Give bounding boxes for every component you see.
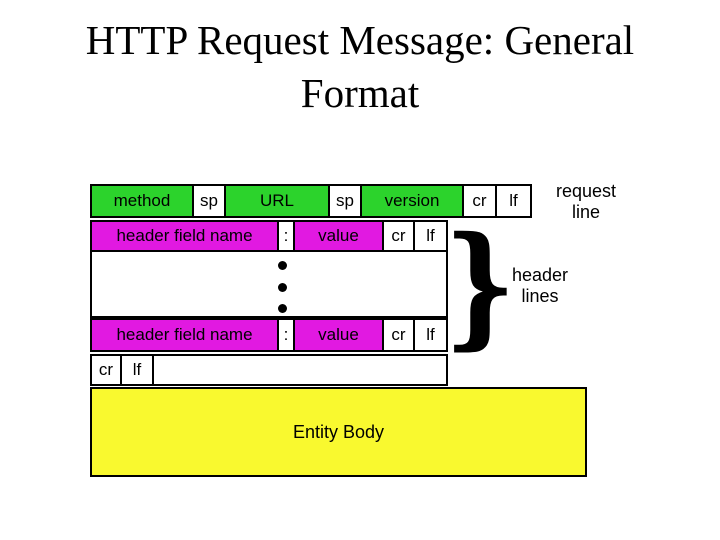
cell-value-2: value <box>293 318 384 352</box>
cell-lf-header-1: lf <box>413 220 448 252</box>
request-line-row: method sp URL sp version cr lf <box>90 184 532 218</box>
header-line-row-2: header field name : value cr lf <box>90 318 448 352</box>
ellipsis-dot <box>278 283 287 292</box>
cell-lf-request: lf <box>495 184 532 218</box>
cell-url: URL <box>224 184 330 218</box>
ellipsis-dot <box>278 304 287 313</box>
page-title: HTTP Request Message: General Format <box>0 14 720 120</box>
header-line-row-1: header field name : value cr lf <box>90 220 448 252</box>
entity-body-box: Entity Body <box>90 387 587 477</box>
cell-header-field-name-2: header field name <box>90 318 279 352</box>
cell-cr-header-2: cr <box>382 318 415 352</box>
title-line-2: Format <box>300 70 420 116</box>
cell-value-1: value <box>293 220 384 252</box>
cell-cr-header-1: cr <box>382 220 415 252</box>
cell-sp-1: sp <box>192 184 226 218</box>
cell-header-field-name-1: header field name <box>90 220 279 252</box>
cell-lf-header-2: lf <box>413 318 448 352</box>
entity-body-label: Entity Body <box>292 421 385 442</box>
cell-version: version <box>360 184 464 218</box>
title-line-1: HTTP Request Message: General <box>85 17 635 63</box>
request-line-label: request line <box>538 181 634 223</box>
header-lines-label-2: lines <box>521 286 559 306</box>
blank-line-row: cr lf <box>90 354 448 386</box>
request-line-label-2: line <box>571 202 601 222</box>
header-lines-label: header lines <box>500 265 580 307</box>
request-line-label-1: request <box>555 181 617 201</box>
cell-sp-2: sp <box>328 184 362 218</box>
header-lines-label-1: header <box>511 265 569 285</box>
cell-cr-blank: cr <box>92 356 122 384</box>
header-lines-brace: } <box>443 208 517 363</box>
cell-method: method <box>90 184 194 218</box>
ellipsis-dot <box>278 261 287 270</box>
cell-lf-blank: lf <box>122 356 154 384</box>
more-header-lines-box <box>90 250 448 318</box>
